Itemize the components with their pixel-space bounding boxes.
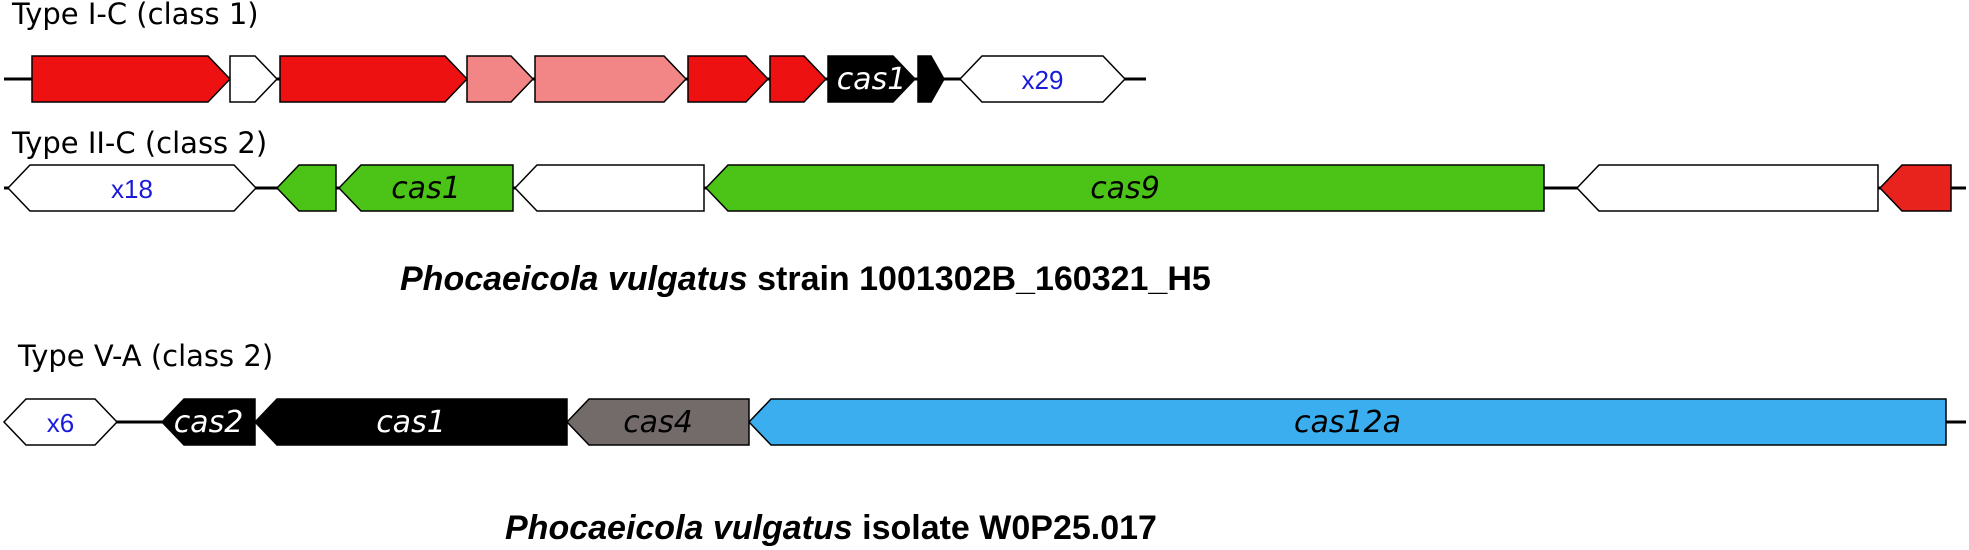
gene-label-type-v-a-1: x6 [47, 408, 74, 438]
gene-label-type-v-a-2: cas2 [174, 405, 244, 440]
gene-arrow-type-ii-c-3 [337, 164, 514, 212]
gene-arrow-type-ii-c-2 [275, 164, 337, 212]
track-label-type-ii-c: Type II-C (class 2) [11, 126, 267, 160]
gene-arrow-type-i-c-6 [687, 55, 770, 103]
gene-arrow-type-i-c-5 [534, 55, 688, 103]
gene-label-type-i-c-8: cas1 [837, 62, 907, 97]
gene-arrow-type-i-c-2 [229, 55, 279, 103]
gene-label-type-ii-c-5: cas9 [1090, 171, 1160, 206]
gene-arrow-type-i-c-10 [958, 55, 1127, 103]
gene-arrow-type-i-c-7 [769, 55, 828, 103]
gene-label-type-ii-c-3: cas1 [391, 171, 461, 206]
gene-arrow-type-i-c-3 [279, 55, 469, 103]
gene-track-type-v-a: x6 cas2 cas1 cas4 cas12a [2, 398, 1947, 446]
gene-label-type-v-a-3: cas1 [376, 405, 446, 440]
track-label-type-v-a: Type V-A (class 2) [17, 339, 273, 373]
gene-track-type-ii-c: x18 cas1 cas9 [6, 164, 1952, 212]
gene-track-type-i-c: cas1 x29 [31, 55, 1127, 103]
gene-arrow-type-v-a-5 [747, 398, 1947, 446]
gene-label-type-ii-c-1: x18 [111, 174, 153, 204]
gene-label-type-v-a-5: cas12a [1294, 405, 1401, 440]
gene-arrow-type-ii-c-6 [1575, 164, 1879, 212]
gene-arrow-type-i-c-4 [466, 55, 535, 103]
caption-strain-species: Phocaeicola vulgatus [400, 260, 748, 298]
caption-isolate-species: Phocaeicola vulgatus [505, 509, 853, 547]
gene-arrow-type-v-a-1 [2, 398, 119, 446]
caption-strain-id: strain 1001302B_160321_H5 [748, 260, 1211, 298]
gene-arrow-type-i-c-1 [31, 55, 232, 103]
track-label-type-i-c: Type I-C (class 1) [11, 0, 259, 31]
gene-arrow-type-ii-c-1 [6, 164, 258, 212]
gene-arrow-type-ii-c-7 [1878, 164, 1952, 212]
gene-arrow-type-ii-c-5 [704, 164, 1545, 212]
caption-isolate: Phocaeicola vulgatus isolate W0P25.017 [505, 509, 1157, 547]
gene-arrow-type-i-c-9 [917, 55, 945, 103]
caption-strain: Phocaeicola vulgatus strain 1001302B_160… [400, 260, 1211, 298]
gene-arrow-type-i-c-8 [827, 55, 917, 103]
gene-label-type-i-c-10: x29 [1022, 65, 1064, 95]
caption-isolate-id: isolate W0P25.017 [853, 509, 1157, 547]
gene-label-type-v-a-4: cas4 [623, 405, 693, 440]
gene-arrow-type-ii-c-4 [513, 164, 705, 212]
